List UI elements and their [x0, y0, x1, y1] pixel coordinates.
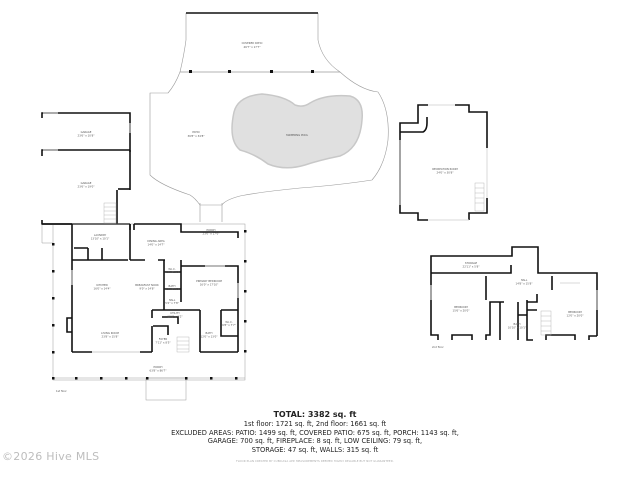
- storage-dims: 22'11" x 5'8": [463, 265, 480, 269]
- floors-area: 1st floor: 1721 sq. ft, 2nd floor: 1661 …: [243, 420, 387, 428]
- recreation-room-label: RECREATION ROOM: [432, 167, 458, 171]
- garage-stairs: [103, 202, 117, 224]
- hall-label: HALL: [169, 298, 176, 302]
- hall-2-label: HALL: [521, 278, 528, 282]
- patio-dims: 36'8" x 34'8": [188, 134, 205, 138]
- foyer-stairs: [176, 336, 190, 353]
- patio-posts: [189, 70, 314, 73]
- laundry-label: LAUNDRY: [94, 233, 107, 237]
- porch-top-label: PORCH: [206, 228, 215, 232]
- excluded-areas-line-2: GARAGE: 700 sq. ft, FIREPLACE: 8 sq. ft,…: [207, 437, 423, 445]
- kitchen-label: KITCHEN: [96, 283, 107, 287]
- dining-label: DINING AREA: [147, 239, 164, 243]
- second-floor-stairs: [540, 310, 552, 336]
- bath-3-dims: 10'10" x 10'1": [508, 326, 527, 330]
- floor-2-label: 2nd floor: [432, 345, 445, 349]
- porch-top-dims: 23'0" x 17'0": [203, 232, 220, 236]
- bath-2-dims: 12'0" x 13'0": [201, 335, 218, 339]
- hall-dims: 5'2" x 7'8": [165, 301, 179, 305]
- disclaimer: FLOOR PLAN CREATED BY CUBICASA APP. MEAS…: [236, 459, 394, 463]
- house-walls: [42, 223, 239, 353]
- total-area: TOTAL: 3382 sq. ft: [273, 410, 357, 419]
- bedroom-2-dims: 12'0" x 20'0": [567, 314, 584, 318]
- bath-3-label: BATH: [514, 322, 521, 326]
- second-floor-walls: [430, 246, 598, 341]
- wic-2-label: W.I.C.: [225, 320, 232, 324]
- bedroom-1-label: BEDROOM: [454, 305, 468, 309]
- bath-1-dims: 4'10" x 8'0": [164, 287, 179, 291]
- covered-patio-label: COVERED PATIO: [242, 41, 263, 45]
- living-room-dims: 23'8" x 15'8": [102, 335, 119, 339]
- covered-patio-dims: 46'7" x 17'7": [244, 45, 261, 49]
- wic-1-dims: 4'10" x 5'0": [164, 270, 179, 274]
- excluded-areas-line-1: EXCLUDED AREAS: PATIO: 1499 sq. ft, COVE…: [171, 428, 459, 437]
- breakfast-nook-dims: 9'0" x 14'8": [139, 287, 154, 291]
- bath-2-label: BATH: [206, 331, 213, 335]
- storage-label: STORAGE: [465, 261, 478, 265]
- copyright-watermark: ©2026 Hive MLS: [2, 450, 100, 463]
- windows: [71, 265, 239, 353]
- porch-bottom-dims: 63'8" x 86'7": [150, 369, 167, 373]
- utility-label: UTILITY: [170, 311, 180, 315]
- excluded-areas-line-3: STORAGE: 47 sq. ft, WALLS: 315 sq. ft: [251, 445, 379, 454]
- foyer-dims: 7'11" x 8'5": [155, 341, 170, 345]
- bedroom-2-label: BEDROOM: [568, 310, 582, 314]
- swimming-pool: [231, 93, 363, 169]
- garage-1-label: GARAGE: [81, 130, 92, 134]
- outdoor-area: [149, 13, 389, 206]
- bath-1-label: BATH: [169, 284, 176, 288]
- primary-bedroom-label: PRIMARY BEDROOM: [196, 279, 222, 283]
- recreation-room-walls: [399, 104, 488, 221]
- floor-1-label: 1st floor: [56, 389, 68, 393]
- porch-bottom-label: PORCH: [153, 365, 162, 369]
- recreation-stairs: [474, 182, 485, 212]
- garage-block: [41, 112, 131, 225]
- laundry-dims: 13'10" x 10'1": [91, 237, 110, 241]
- garage-2-label: GARAGE: [81, 181, 92, 185]
- wic-2-dims: 6'8" x 7'7": [222, 323, 236, 327]
- pool-label: SWIMMING POOL: [286, 133, 309, 137]
- porch-posts: [52, 230, 247, 380]
- living-room-label: LIVING ROOM: [101, 331, 119, 335]
- patio-label: PATIO: [192, 130, 199, 134]
- garage-1-dims: 23'6" x 10'8": [78, 134, 95, 138]
- foyer-label: FOYER: [159, 337, 168, 341]
- area-summary: TOTAL: 3382 sq. ft 1st floor: 1721 sq. f…: [150, 410, 480, 463]
- wic-1-label: W.I.C.: [168, 267, 175, 271]
- utility-dims: 10'0" x 6'2": [167, 315, 182, 319]
- hall-2-dims: 14'8" x 15'8": [516, 282, 533, 286]
- bedroom-1-dims: 15'6" x 20'0": [453, 309, 470, 313]
- dining-dims: 14'0" x 14'7": [148, 243, 165, 247]
- kitchen-dims: 16'0" x 14'4": [94, 287, 111, 291]
- recreation-room-dims: 24'0" x 30'8": [437, 171, 454, 175]
- garage-2-dims: 23'6" x 19'0": [78, 185, 95, 189]
- primary-bedroom-dims: 16'0" x 17'10": [200, 283, 219, 287]
- breakfast-nook-label: BREAKFAST NOOK: [135, 283, 159, 287]
